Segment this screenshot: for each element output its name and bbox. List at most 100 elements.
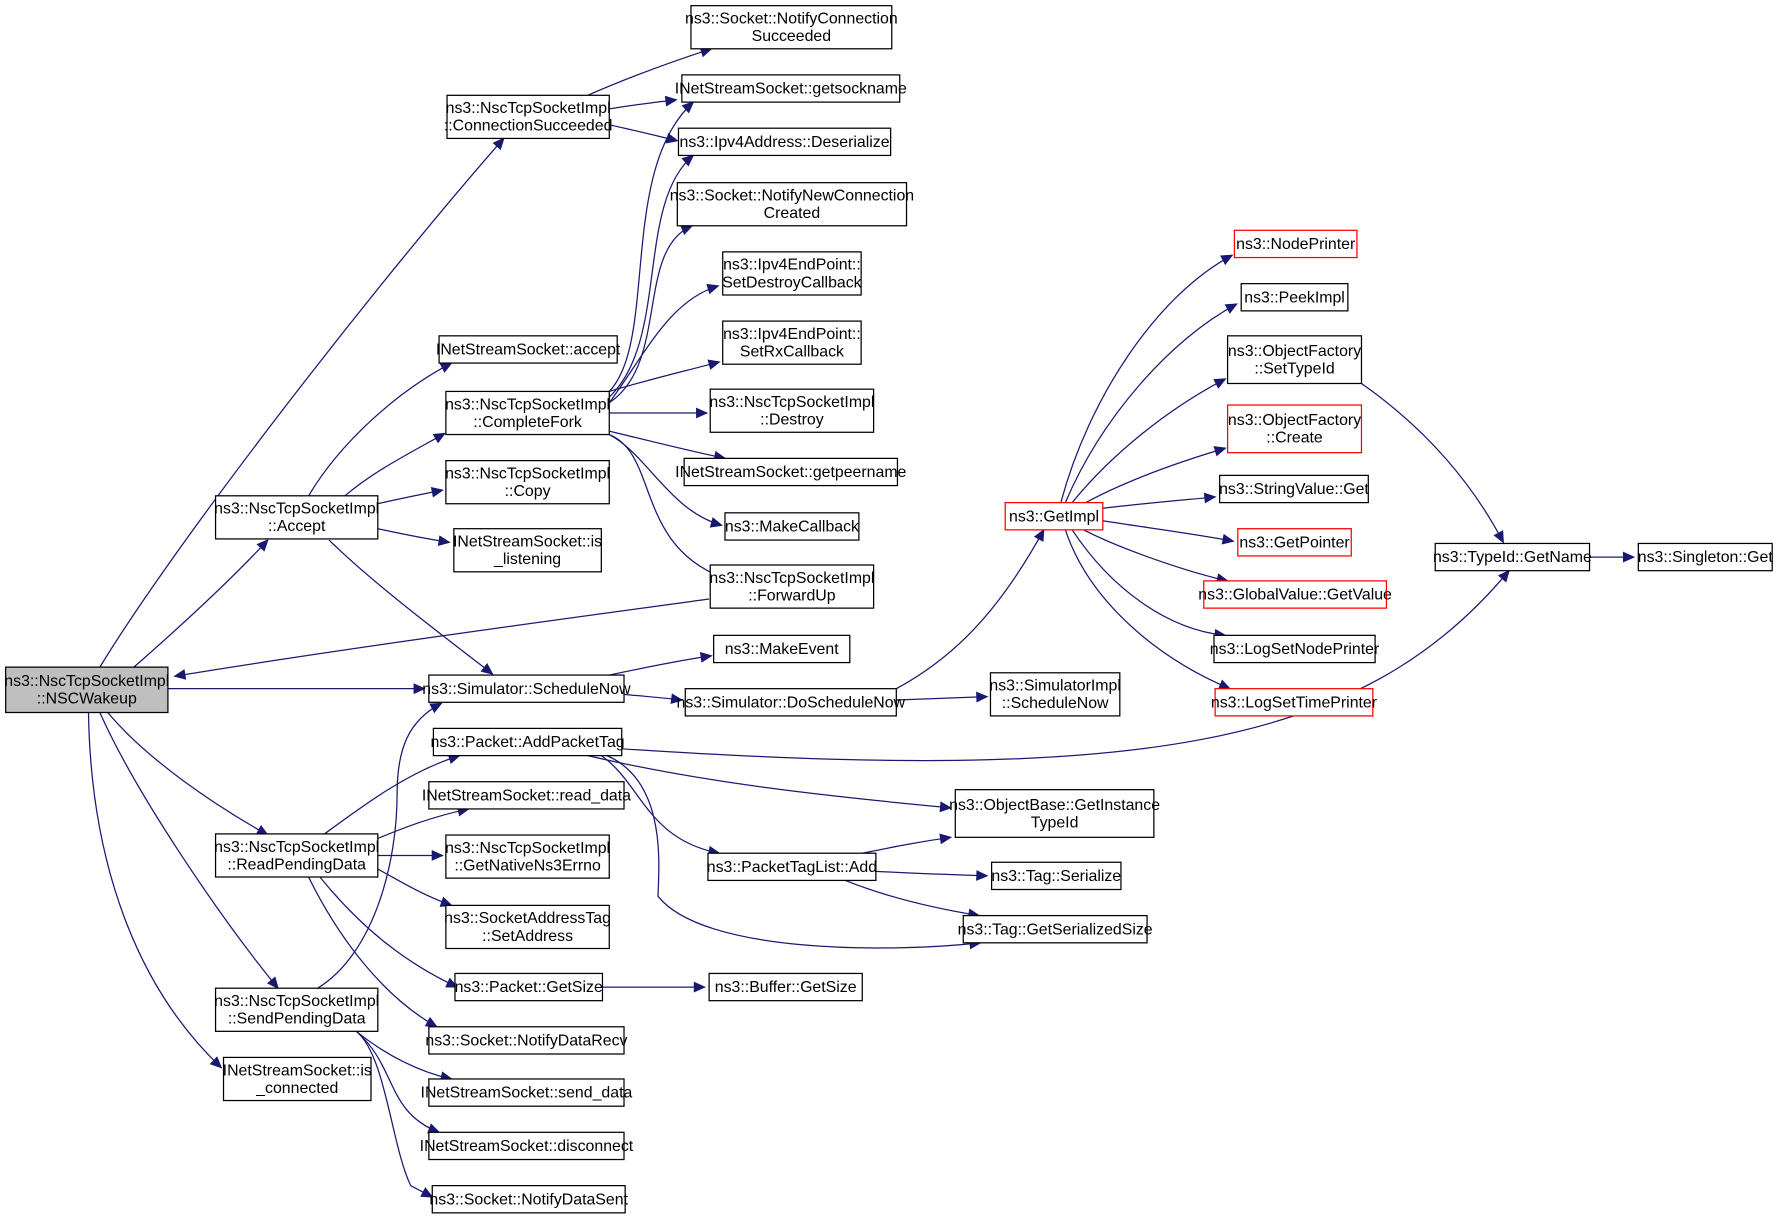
node-label: ns3::NscTcpSocketImpl [709, 570, 874, 587]
node-schedulenow[interactable]: ns3::Simulator::ScheduleNow [422, 674, 631, 703]
edge-completefork-to-destroy [609, 407, 709, 419]
node-label: ns3::ObjectFactory [1228, 343, 1361, 360]
node-readdata[interactable]: INetStreamSocket::read_data [422, 781, 631, 810]
arrowhead-icon [430, 486, 444, 498]
node-doschedulenow[interactable]: ns3::Simulator::DoScheduleNow [677, 688, 906, 717]
node-connsucc[interactable]: ns3::NscTcpSocketImpl::ConnectionSucceed… [444, 94, 613, 140]
arrowhead-icon [696, 407, 709, 419]
node-nscwakeup[interactable]: ns3::NscTcpSocketImpl::NSCWakeup [4, 666, 169, 714]
edge-line [317, 702, 442, 989]
node-taggetsersize[interactable]: ns3::Tag::GetSerializedSize [958, 914, 1153, 944]
node-sendpending[interactable]: ns3::NscTcpSocketImpl::SendPendingData [214, 987, 379, 1032]
arrowhead-icon [976, 691, 989, 703]
node-packetgetsize[interactable]: ns3::Packet::GetSize [454, 972, 604, 1002]
node-ipv4deser[interactable]: ns3::Ipv4Address::Deserialize [677, 127, 892, 157]
node-typeidgetname[interactable]: ns3::TypeId::GetName [1433, 542, 1592, 572]
node-tagserialize[interactable]: ns3::Tag::Serialize [990, 861, 1122, 891]
node-box [5, 666, 169, 714]
node-setrxcb[interactable]: ns3::Ipv4EndPoint::SetRxCallback [722, 320, 862, 365]
node-senddata[interactable]: INetStreamSocket::send_data [421, 1078, 633, 1107]
edge-ptlistadd-to-getinstancetypeid [862, 833, 953, 854]
node-getnativeerrno[interactable]: ns3::NscTcpSocketImpl::GetNativeNs3Errno [445, 834, 610, 879]
node-sockaddrtag[interactable]: ns3::SocketAddressTag::SetAddress [444, 904, 611, 950]
edge-line [845, 879, 980, 917]
node-buffergetsize[interactable]: ns3::Buffer::GetSize [708, 972, 863, 1002]
node-box [709, 564, 875, 609]
edge-line [133, 539, 269, 668]
node-setdestroycb[interactable]: ns3::Ipv4EndPoint::SetDestroyCallback [722, 251, 862, 296]
node-singletonget[interactable]: ns3::Singleton::Get [1637, 542, 1774, 572]
node-label: ::Copy [505, 483, 551, 500]
node-box [1203, 580, 1388, 609]
edge-nscwakeup-to-sendpending [99, 712, 279, 990]
node-islistening[interactable]: INetStreamSocket::is_listening [453, 528, 602, 573]
node-label: ::CompleteFork [473, 414, 582, 431]
arrowhead-icon [427, 1123, 441, 1134]
node-readpending[interactable]: ns3::NscTcpSocketImpl::ReadPendingData [214, 833, 379, 878]
node-destroy[interactable]: ns3::NscTcpSocketImpl::Destroy [709, 388, 875, 433]
node-label: ns3::Simulator::ScheduleNow [422, 681, 631, 698]
node-getpeername[interactable]: INetStreamSocket::getpeername [675, 457, 907, 487]
node-acceptimpl[interactable]: ns3::NscTcpSocketImpl::Accept [214, 495, 379, 540]
edge-line [1064, 303, 1237, 503]
node-nodeprinter[interactable]: ns3::NodePrinter [1233, 229, 1358, 259]
node-makecallback[interactable]: ns3::MakeCallback [724, 512, 860, 541]
edge-line [608, 101, 694, 392]
node-logsettimeprinter[interactable]: ns3::LogSetTimePrinter [1211, 688, 1378, 717]
node-label: ns3::Socket::NotifyDataRecv [425, 1033, 627, 1050]
arrowhead-icon [1033, 528, 1045, 542]
node-box [709, 388, 875, 433]
edge-line [608, 285, 719, 404]
node-label: ::SetAddress [482, 928, 573, 945]
node-notifydatasent[interactable]: ns3::Socket::NotifyDataSent [429, 1184, 629, 1214]
node-box [438, 335, 618, 364]
node-simimplschednow[interactable]: ns3::SimulatorImpl::ScheduleNow [989, 672, 1121, 717]
node-accept_low[interactable]: INetStreamSocket::accept [436, 335, 621, 364]
edge-nscwakeup-to-isconnected [87, 712, 223, 1069]
node-box [428, 1131, 625, 1161]
edge-addpackettag-to-typeidgetname [621, 569, 1510, 762]
edge-ptlistadd-to-taggetsersize [845, 879, 981, 920]
node-notifydatarecv[interactable]: ns3::Socket::NotifyDataRecv [425, 1026, 628, 1055]
node-stringvalueget[interactable]: ns3::StringValue::Get [1219, 474, 1369, 504]
edge-connsucc-to-ipv4deser [609, 124, 679, 144]
edge-nscwakeup-to-schedulenow [167, 683, 426, 695]
node-ptlistadd[interactable]: ns3::PacketTagList::Add [707, 852, 877, 882]
node-logsetnodeprinter[interactable]: ns3::LogSetNodePrinter [1210, 634, 1380, 664]
node-completefork[interactable]: ns3::NscTcpSocketImpl::CompleteFork [445, 390, 610, 436]
node-addpackettag[interactable]: ns3::Packet::AddPacketTag [430, 727, 625, 757]
node-globalvaluegetvalue[interactable]: ns3::GlobalValue::GetValue [1198, 580, 1392, 609]
node-disconnect[interactable]: INetStreamSocket::disconnect [420, 1131, 634, 1161]
edge-doschedulenow-to-getimpl [896, 528, 1045, 690]
edge-getimpl-to-stringvalueget [1102, 492, 1217, 509]
node-box [428, 781, 625, 810]
node-getimpl[interactable]: ns3::GetImpl [1004, 501, 1104, 531]
node-label: ns3::LogSetNodePrinter [1210, 641, 1380, 658]
arrowhead-icon [1203, 492, 1217, 504]
node-getsockname[interactable]: INetStreamSocket::getsockname [675, 74, 907, 103]
arrowhead-icon [439, 362, 453, 373]
node-label: ns3::Socket::NotifyDataSent [429, 1191, 628, 1208]
arrowhead-icon [664, 95, 678, 107]
edge-connsucc-to-getsockname [609, 95, 678, 110]
node-ofsettypeid[interactable]: ns3::ObjectFactory::SetTypeId [1226, 335, 1363, 385]
node-copy[interactable]: ns3::NscTcpSocketImpl::Copy [445, 460, 610, 505]
edge-line [609, 430, 726, 459]
arrowhead-icon [256, 539, 269, 552]
node-ofcreate[interactable]: ns3::ObjectFactory::Create [1226, 404, 1363, 454]
node-label: ns3::NscTcpSocketImpl [446, 100, 611, 117]
node-label: ns3::Ipv4Address::Deserialize [680, 134, 890, 151]
node-label: ns3::NscTcpSocketImpl [445, 466, 610, 483]
node-forwardup[interactable]: ns3::NscTcpSocketImpl::ForwardUp [709, 564, 875, 609]
node-label: ns3::Tag::GetSerializedSize [958, 921, 1153, 938]
node-box [454, 972, 604, 1002]
node-isconnected[interactable]: INetStreamSocket::is_connected [223, 1056, 372, 1102]
edge-readpending-to-sockaddrtag [377, 868, 453, 907]
node-getpointer[interactable]: ns3::GetPointer [1237, 528, 1352, 557]
node-makeevent[interactable]: ns3::MakeEvent [713, 634, 851, 664]
node-peekimpl[interactable]: ns3::PeekImpl [1240, 283, 1349, 312]
arrowhead-icon [492, 137, 505, 151]
